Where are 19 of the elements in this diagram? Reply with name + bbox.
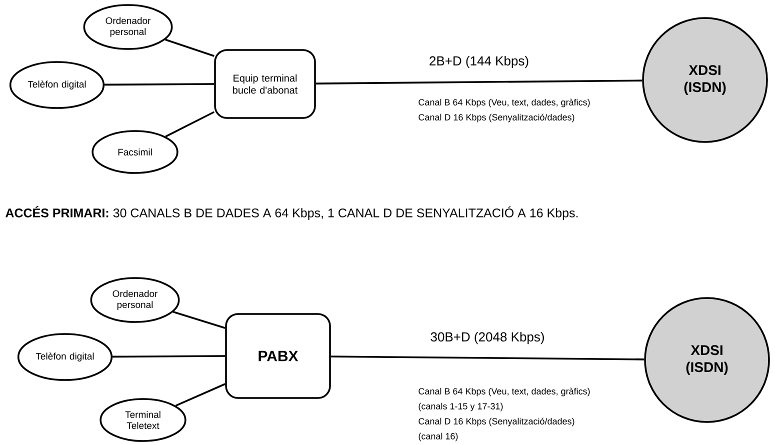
channel-note: Canal D 16 Kbps (Senyalització/dades) bbox=[418, 114, 574, 122]
channel-note: Canal B 64 Kbps (Veu, text, dades, gràfics) bbox=[418, 98, 590, 108]
channel-note: Canal D 16 Kbps (Senyalització/dades) bbox=[418, 418, 574, 426]
connection-line bbox=[165, 111, 215, 138]
heading: ACCÉS PRIMARI: 30 CANALS B DE DADES A 64 Kbps, 1 CANAL D DE SENYALITZACIÓ A 16 Kbps. bbox=[6, 206, 578, 220]
terminal-box: Equip terminal bucle d'abonat bbox=[214, 49, 316, 119]
connection-line bbox=[330, 356, 644, 360]
connection-line bbox=[316, 80, 642, 84]
channel-note: (canal 16) bbox=[418, 432, 458, 442]
connection-line bbox=[172, 311, 226, 329]
edge-label: 2B+D (144 Kbps) bbox=[428, 54, 530, 70]
connection-line bbox=[165, 38, 214, 57]
connection-line bbox=[112, 355, 226, 358]
channel-note: Canal B 64 Kbps (Veu, text, dades, gràfics) bbox=[418, 388, 590, 396]
channel-note: (canals 1-15 y 17-31) bbox=[418, 402, 503, 412]
connection-line bbox=[175, 383, 226, 406]
connection-line bbox=[104, 83, 214, 86]
edge-label: 30B+D (2048 Kbps) bbox=[429, 330, 546, 346]
terminal-box: PABX bbox=[225, 313, 331, 399]
